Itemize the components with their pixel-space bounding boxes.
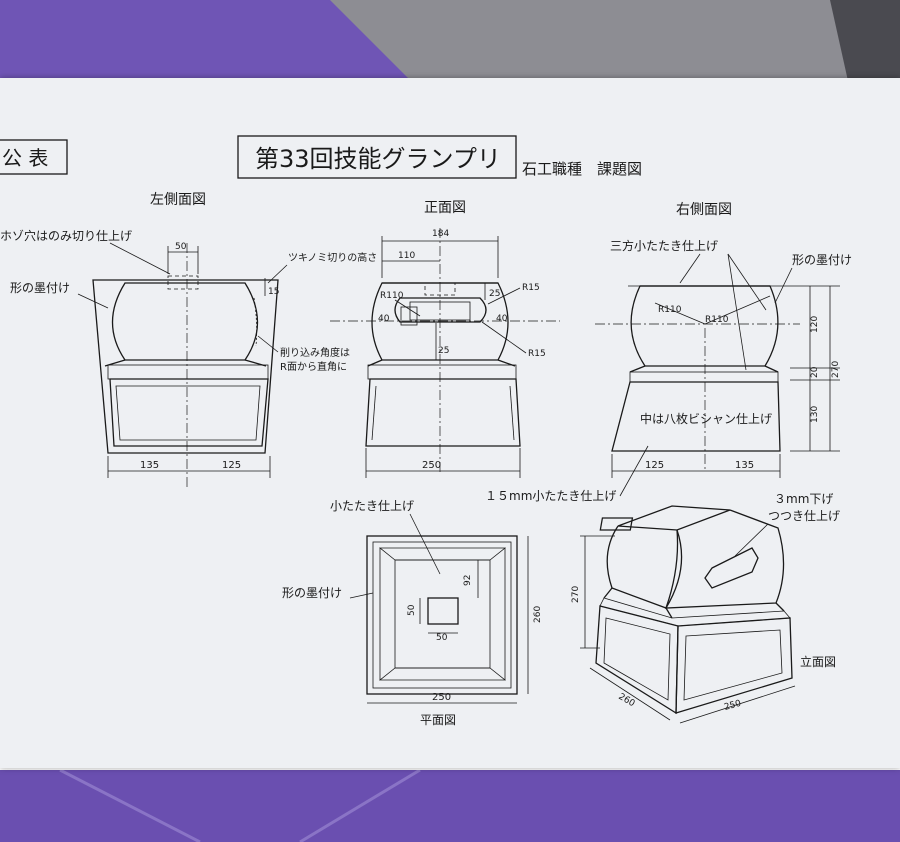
right-dim-130: 130 <box>810 406 820 423</box>
right-r110-1: R110 <box>658 305 682 315</box>
left-dim-15: 15 <box>268 287 279 297</box>
right-r110-2: R110 <box>705 315 729 325</box>
front-r15-top: R15 <box>522 283 540 293</box>
technical-drawing: 公 表 第33回技能グランプリ 石工職種 課題図 左側面図 正面図 右側面図 5… <box>0 135 852 727</box>
title-box <box>237 135 517 179</box>
announce-label: 公 表 <box>2 146 48 170</box>
note-inside-finish: 中は八枚ビシャン仕上げ <box>640 411 772 426</box>
note-cut-angle-1: 削り込み角度は <box>280 346 350 359</box>
elev-dim-250: 250 <box>723 699 742 713</box>
right-side-title: 右側面図 <box>676 202 732 218</box>
note-right-marking: 形の墨付け <box>792 253 852 267</box>
front-r110: R110 <box>380 291 404 301</box>
note-left-marking: 形の墨付け <box>10 281 70 295</box>
drawing-sheet: 公 表 第33回技能グランプリ 石工職種 課題図 左側面図 正面図 右側面図 5… <box>0 78 900 768</box>
right-dim-270: 270 <box>831 361 841 378</box>
elevation-title: 立面図 <box>800 654 836 669</box>
note-3mm-lower: ３mm下げ <box>774 492 833 506</box>
right-dim-125: 125 <box>645 460 664 471</box>
front-dim-250: 250 <box>422 460 441 471</box>
note-cut-angle-2: R面から直角に <box>280 360 347 373</box>
right-dim-20: 20 <box>810 366 820 378</box>
front-dim-25-top: 25 <box>489 289 500 299</box>
left-side-view: 50 135 125 15 ホゾ穴はのみ切り仕上げ 形の墨付け ツキノミ切りの高… <box>0 228 377 488</box>
note-mortise: ホゾ穴はのみ切り仕上げ <box>0 228 132 243</box>
left-dim-135: 135 <box>140 460 159 471</box>
front-title: 正面図 <box>424 200 466 216</box>
subtitle: 石工職種 課題図 <box>522 160 642 178</box>
elevation-view: 270 260 250 ３mm下げ つつき仕上げ 立面図 <box>571 492 840 724</box>
right-dim-120: 120 <box>810 316 820 333</box>
note-chamfer-height: ツキノミ切りの高さ <box>288 251 377 264</box>
left-dim-125: 125 <box>222 460 241 471</box>
left-side-title: 左側面図 <box>150 192 206 208</box>
front-dim-110: 110 <box>398 251 415 261</box>
front-dim-40-left: 40 <box>378 314 390 324</box>
plan-view: 92 50 50 260 250 小たたき仕上げ 形の墨付け 平面図 <box>282 499 543 727</box>
elev-dim-270: 270 <box>571 586 581 603</box>
note-plan-finish: 小たたき仕上げ <box>330 499 414 513</box>
plan-dim-92: 92 <box>463 575 473 586</box>
front-dim-40-right: 40 <box>496 314 508 324</box>
plan-dim-50-h: 50 <box>407 604 417 616</box>
note-15mm-finish: １５mm小たたき仕上げ <box>485 489 616 503</box>
right-dim-135: 135 <box>735 460 754 471</box>
front-dim-25-center: 25 <box>438 346 449 356</box>
plan-dim-260: 260 <box>533 606 543 623</box>
background-fabric-top <box>0 0 900 90</box>
front-dim-184: 184 <box>432 229 449 239</box>
elev-dim-260: 260 <box>617 692 637 709</box>
note-tsutsuki: つつき仕上げ <box>768 509 840 523</box>
note-plan-marking: 形の墨付け <box>282 586 342 600</box>
main-title: 第33回技能グランプリ <box>255 145 501 173</box>
note-three-sides: 三方小たたき仕上げ <box>610 238 718 253</box>
plan-dim-250: 250 <box>432 692 451 703</box>
right-side-view: R110 R110 三方小たたき仕上げ 形の墨付け 中は八枚ビシャン仕上げ 12… <box>485 238 852 503</box>
announce-box <box>0 139 68 175</box>
left-dim-50: 50 <box>175 242 187 252</box>
front-r15-bottom: R15 <box>528 349 546 359</box>
front-view: 184 110 25 40 40 25 250 R110 R15 R15 <box>330 228 560 478</box>
plan-dim-50-w: 50 <box>436 633 448 643</box>
plan-title: 平面図 <box>420 713 456 727</box>
background-fabric-bottom <box>0 770 900 842</box>
